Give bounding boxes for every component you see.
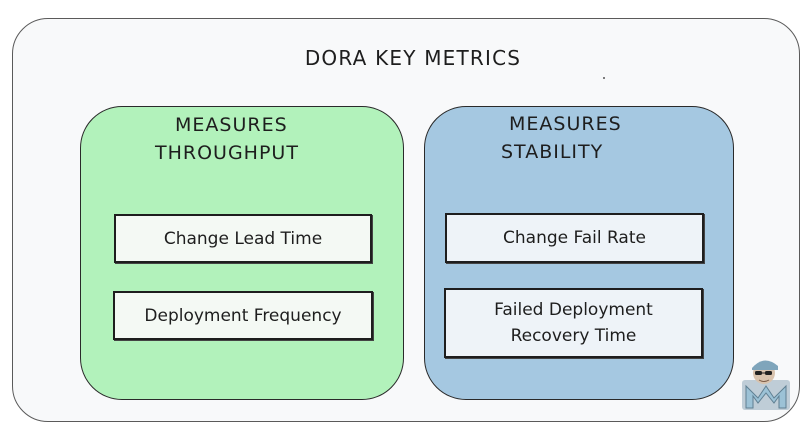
stability-panel: MEASURES STABILITY Change Fail Rate Fail… (424, 106, 734, 400)
metric-change-fail-rate: Change Fail Rate (445, 213, 704, 263)
stray-dot (603, 77, 605, 79)
throughput-panel: MEASURES THROUGHPUT Change Lead Time Dep… (80, 106, 404, 400)
metric-failed-deployment-recovery-time: Failed Deployment Recovery Time (444, 288, 703, 358)
metric-deployment-frequency: Deployment Frequency (113, 291, 373, 340)
avatar-logo-icon (742, 360, 790, 410)
throughput-panel-title: MEASURES THROUGHPUT (155, 111, 299, 167)
stability-title-line2: STABILITY (501, 141, 604, 163)
recovery-time-line1: Failed Deployment (494, 300, 653, 320)
throughput-title-line1: MEASURES (175, 114, 288, 136)
diagram-title: DORA KEY METRICS (304, 46, 522, 70)
stability-panel-title: MEASURES STABILITY (501, 110, 622, 166)
stability-title-line1: MEASURES (509, 113, 622, 135)
throughput-title-line2: THROUGHPUT (155, 142, 299, 164)
recovery-time-line2: Recovery Time (510, 326, 637, 346)
metric-change-lead-time: Change Lead Time (114, 214, 372, 263)
